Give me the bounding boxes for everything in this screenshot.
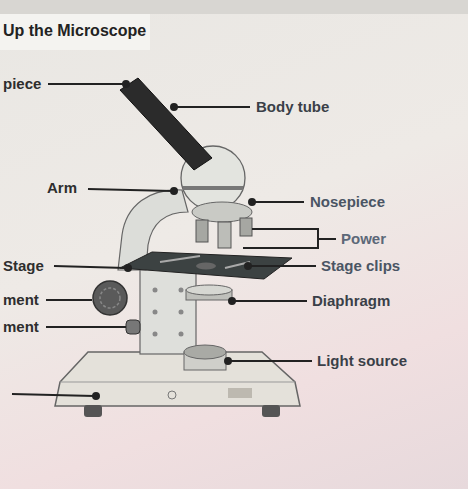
- leader-line: [230, 360, 312, 362]
- leader-line: [48, 83, 124, 85]
- part-label: Light source: [317, 352, 407, 370]
- part-label: piece: [3, 75, 41, 93]
- column-dot: [153, 310, 158, 315]
- coarse-knob: [93, 281, 127, 315]
- title-band: [0, 14, 150, 50]
- leader-dot: [93, 393, 99, 399]
- base-screw: [168, 391, 176, 399]
- light-lens: [184, 345, 226, 359]
- worksheet-title: Up the Microscope: [3, 22, 146, 40]
- top-band: [0, 0, 468, 14]
- leader-line: [254, 201, 304, 203]
- body-tube: [120, 78, 212, 170]
- leader-line: [46, 299, 92, 301]
- fine-knob: [126, 320, 140, 334]
- part-label: Arm: [47, 179, 77, 197]
- part-label: Diaphragm: [312, 292, 390, 310]
- part-label: ment: [3, 291, 39, 309]
- stage-clip: [225, 262, 250, 268]
- power-bracket: [243, 229, 336, 248]
- leader-dot: [249, 199, 255, 205]
- microscope-column: [140, 268, 196, 354]
- column-dot: [179, 332, 184, 337]
- column-dot: [153, 332, 158, 337]
- leader-line: [234, 300, 307, 302]
- column-dot: [153, 288, 158, 293]
- base-edge: [60, 382, 295, 383]
- leader-line: [46, 326, 126, 328]
- part-label: ment: [3, 318, 39, 336]
- leader-dot: [123, 81, 129, 87]
- column-dot: [179, 310, 184, 315]
- leader-line: [250, 265, 316, 267]
- stage-clip: [160, 256, 200, 262]
- leader-dot: [171, 188, 177, 194]
- leader-dot: [229, 298, 235, 304]
- objective-lens: [218, 222, 231, 248]
- leader-dot: [171, 104, 177, 110]
- leader-line: [12, 394, 94, 396]
- diaphragm-top: [186, 285, 232, 295]
- part-label: Nosepiece: [310, 193, 385, 211]
- leader-line: [88, 189, 172, 191]
- head-band: [183, 186, 243, 190]
- leader-dot: [225, 358, 231, 364]
- base-foot: [84, 405, 102, 417]
- base-foot: [262, 405, 280, 417]
- base-switch: [228, 388, 252, 398]
- column-dot: [179, 288, 184, 293]
- leader-line: [54, 266, 126, 268]
- part-label: Stage clips: [321, 257, 400, 275]
- leader-lines: [12, 81, 336, 399]
- part-label: Body tube: [256, 98, 329, 116]
- part-label: Stage: [3, 257, 44, 275]
- part-label: Power: [341, 230, 386, 248]
- knob-grip: [100, 288, 120, 308]
- objective-lens: [196, 220, 208, 242]
- leader-line: [176, 106, 250, 108]
- stage-hole: [196, 263, 216, 270]
- leader-dot: [125, 265, 131, 271]
- leader-dot: [245, 263, 251, 269]
- objective-lens: [240, 218, 252, 236]
